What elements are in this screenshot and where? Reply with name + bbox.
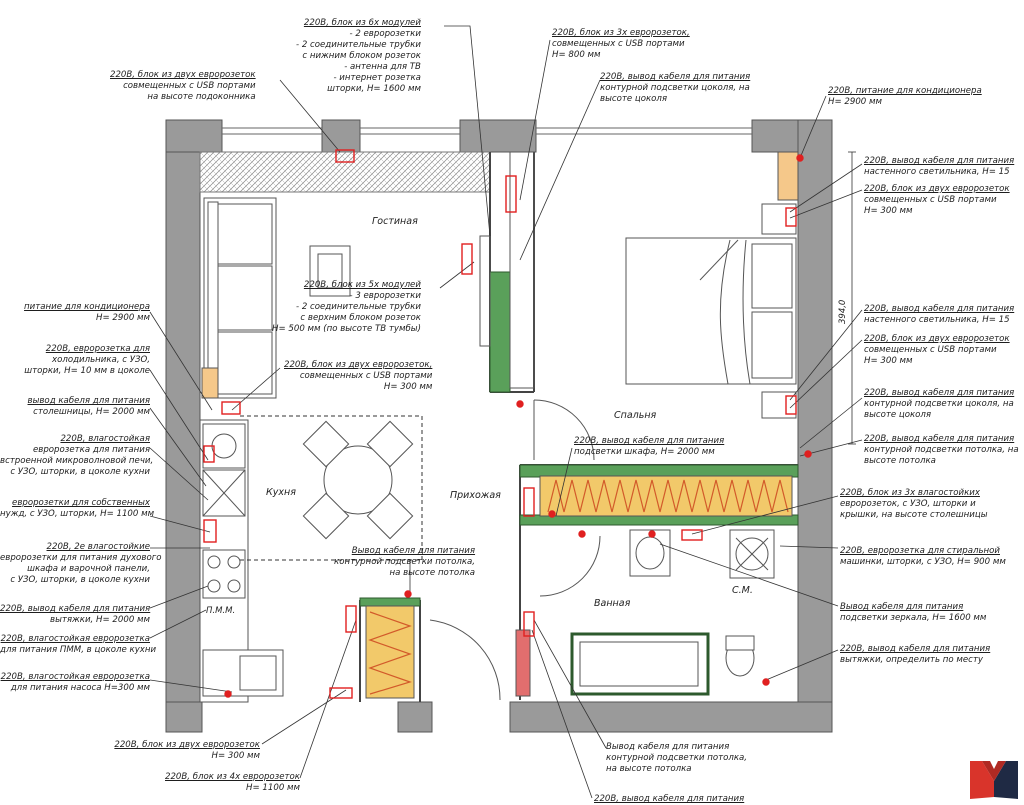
partition-green xyxy=(359,271,799,607)
dining-table xyxy=(302,420,414,540)
note-tv-block: 220В, блок из 6х модулей- 2 евророзетки-… xyxy=(296,18,421,94)
room-washer: С.М. xyxy=(732,585,753,596)
bed-dimension: 394,0 xyxy=(838,299,848,324)
leader-lines xyxy=(149,25,863,799)
sofa xyxy=(203,197,277,399)
room-kitchen: Кухня xyxy=(266,487,296,498)
note-tv-lower: 220В, блок из 5х модулей- 3 евророзетки-… xyxy=(272,280,421,334)
ac-unit-bedroom xyxy=(777,151,799,201)
wardrobe xyxy=(539,475,793,517)
bathroom-fixtures xyxy=(570,529,775,696)
window-sill xyxy=(199,151,491,193)
kitchen-zone xyxy=(240,415,423,561)
socket-markers xyxy=(203,149,812,699)
brand-logo xyxy=(970,761,1018,799)
room-bedroom: Спальня xyxy=(614,410,657,421)
note-usb-pair-sofa: 220В, блок из двух евророзеток,совмещенн… xyxy=(284,360,433,392)
towel-dryer xyxy=(515,629,531,697)
tv-zone xyxy=(309,151,535,389)
ac-unit-living xyxy=(201,367,219,399)
partitions xyxy=(359,152,798,702)
windows xyxy=(222,127,752,135)
doors xyxy=(429,399,601,701)
room-living: Гостиная xyxy=(372,216,418,227)
bed xyxy=(625,203,797,419)
room-dishwasher: П.М.М. xyxy=(206,606,236,616)
walls xyxy=(165,119,833,733)
kitchen-counter xyxy=(199,419,284,703)
room-bath: Ванная xyxy=(594,598,631,609)
hall-wardrobe xyxy=(365,605,415,699)
room-hall: Прихожая xyxy=(450,490,501,501)
note-usb-block-top: 220В, блок из 3х евророзеток,совмещенных… xyxy=(552,28,690,60)
note-bottom-cut: 220В, вывод кабеля для питания xyxy=(594,794,745,804)
